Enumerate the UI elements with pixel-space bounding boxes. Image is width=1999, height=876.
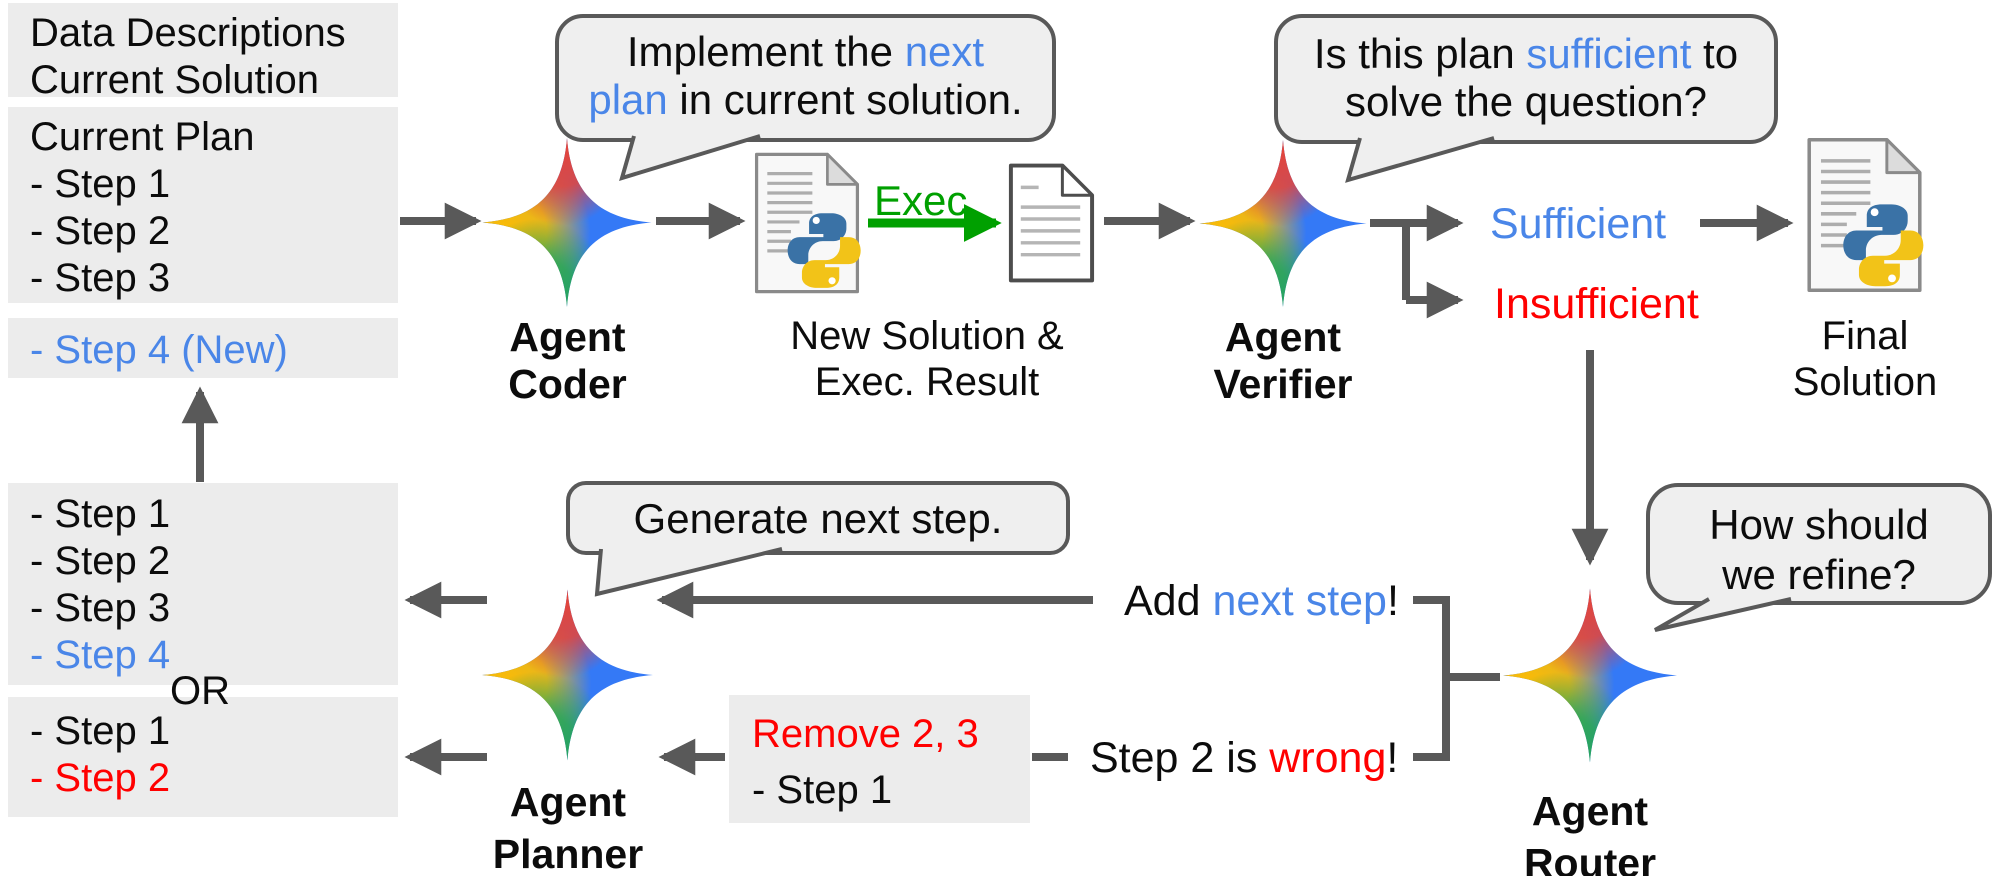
new-step-text: - Step 4 (New) [30,328,288,372]
router-bubble-tail [1654,597,1792,632]
plan-step: - Step 1 [30,492,171,536]
plan-option-b-box [8,697,398,817]
sufficient-label: Sufficient [1490,200,1667,248]
agent-planner-label: Agent Planner [492,779,644,876]
remove-line: Remove 2, 3 [752,712,979,756]
final-solution-label: Final Solution [1792,314,1938,404]
router-bracket [1413,596,1450,761]
coder-bubble-tail [619,134,761,181]
plan-step-new: - Step 4 [30,633,171,677]
new-step-box [8,318,398,378]
current-plan-text: Current Plan - Step 1 - Step 2 - Step 3 [30,114,255,302]
agent-coder-label: Agent Coder [508,314,627,407]
plan-step: - Step 3 [30,586,171,630]
exec-label: Exec. [874,177,980,224]
plan-step: - Step 1 [30,709,171,753]
plan-option-a-box [8,483,398,685]
planner-bubble-tail [594,547,783,597]
planner-speech-bubble [566,481,1070,555]
context-box-text: Data Descriptions Current Solution [30,10,346,104]
add-next-step-message: Add next step! [1124,577,1399,625]
router-speech-bubble [1646,483,1992,605]
new-solution-label: New Solution & Exec. Result [790,314,1064,404]
coder-speech-bubble [555,14,1056,142]
plan-option-b-text: - Step 1 - Step 2 [30,708,170,802]
step2-wrong-message: Step 2 is wrong! [1090,734,1399,782]
agent-router-label: Agent Router [1523,788,1657,876]
plan-step: - Step 2 [30,539,171,583]
document-icon-exec-result [1011,166,1092,281]
context-box [8,3,398,97]
insufficient-label: Insufficient [1494,280,1699,328]
remove-steps-text: Remove 2, 3 - Step 1 [752,706,979,818]
verifier-speech-bubble [1274,14,1778,144]
remove-steps-box [729,695,1030,823]
context-line-2: Current Solution [30,58,320,102]
current-plan-box [8,107,398,303]
plan-step: - Step 3 [30,256,171,300]
context-line-1: Data Descriptions [30,11,346,55]
coder-bubble-text: Implement the next plan in current solut… [588,28,1023,123]
python-file-icon-new-solution [757,154,861,291]
current-plan-title: Current Plan [30,115,255,159]
plan-option-a-text: - Step 1 - Step 2 - Step 3 - Step 4 [30,491,170,679]
plan-step: - Step 1 [30,162,171,206]
router-bubble-text: How should we refine? [1709,501,1929,598]
keep-line: - Step 1 [752,768,893,812]
plan-step: - Step 2 [30,209,171,253]
planner-bubble-text: Generate next step. [633,495,1003,542]
or-label: OR [170,669,230,713]
plan-step-wrong: - Step 2 [30,756,171,800]
verifier-bubble-tail [1345,136,1495,183]
verifier-bubble-text: Is this plan sufficient to solve the que… [1313,30,1739,125]
python-file-icon-final-solution [1809,140,1923,291]
agent-verifier-label: Agent Verifier [1213,314,1353,407]
